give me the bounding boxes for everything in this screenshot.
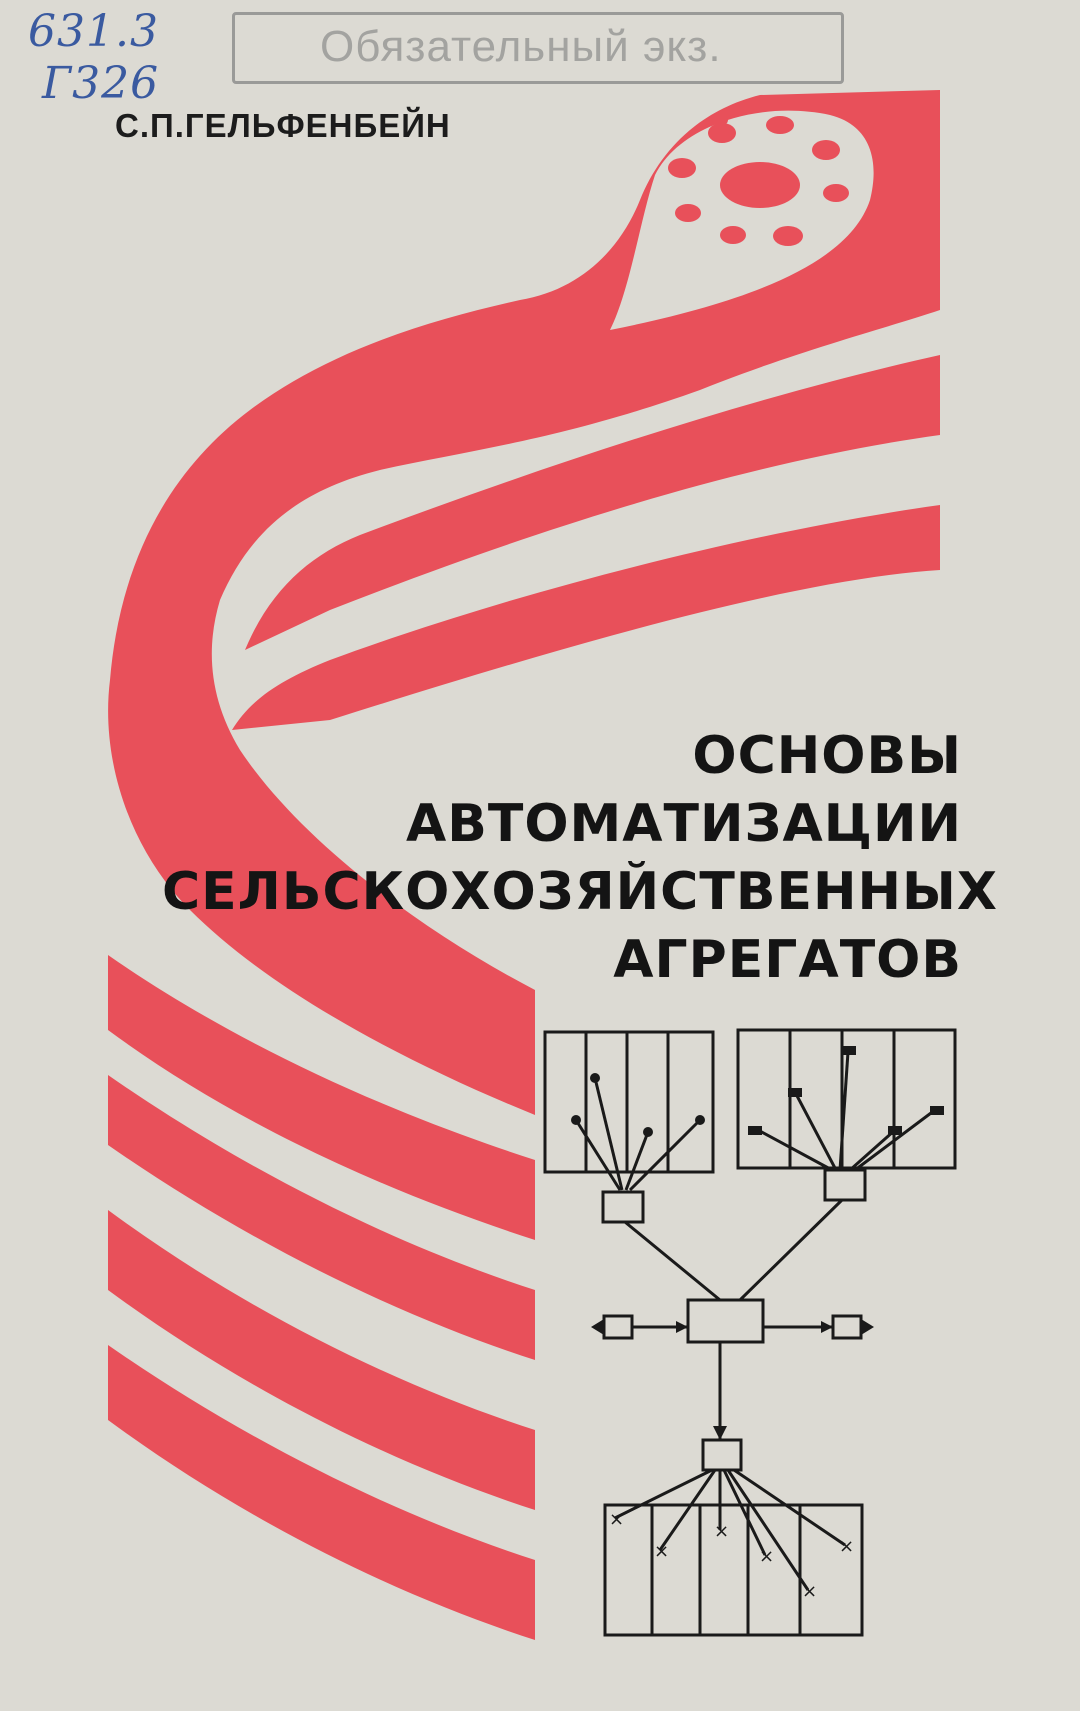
seed-dots (668, 114, 849, 246)
title-line: ОСНОВЫ (692, 726, 962, 786)
call-number-line1: 631.3 (28, 6, 159, 57)
svg-text:×: × (609, 1509, 624, 1530)
book-title: ОСНОВЫ АВТОМАТИЗАЦИИ СЕЛЬСКОХОЗЯЙСТВЕННЫ… (162, 722, 998, 994)
author-name: С.П.ГЕЛЬФЕНБЕЙН (115, 107, 451, 144)
call-number-line2: Г326 (42, 58, 160, 109)
library-stamp (232, 12, 844, 84)
title-line: АВТОМАТИЗАЦИИ (405, 794, 962, 854)
red-ribbon (108, 90, 941, 1115)
svg-text:×: × (654, 1541, 669, 1562)
title-line: АГРЕГАТОВ (613, 930, 962, 990)
control-diagram (543, 1028, 957, 1637)
svg-text:×: × (802, 1581, 817, 1602)
svg-text:×: × (759, 1546, 774, 1567)
diagram-nodes: × × × × × × (571, 1046, 944, 1602)
red-stripe (108, 1345, 535, 1640)
red-stripe (245, 355, 940, 650)
red-stripe (108, 1075, 535, 1360)
red-stripe (108, 1210, 535, 1510)
svg-text:×: × (839, 1536, 854, 1557)
red-stripe (232, 505, 940, 730)
title-line: СЕЛЬСКОХОЗЯЙСТВЕННЫХ (162, 862, 998, 922)
svg-text:×: × (714, 1521, 729, 1542)
red-stripe (108, 955, 535, 1240)
stamp-text: Обязательный экз. (320, 22, 722, 71)
